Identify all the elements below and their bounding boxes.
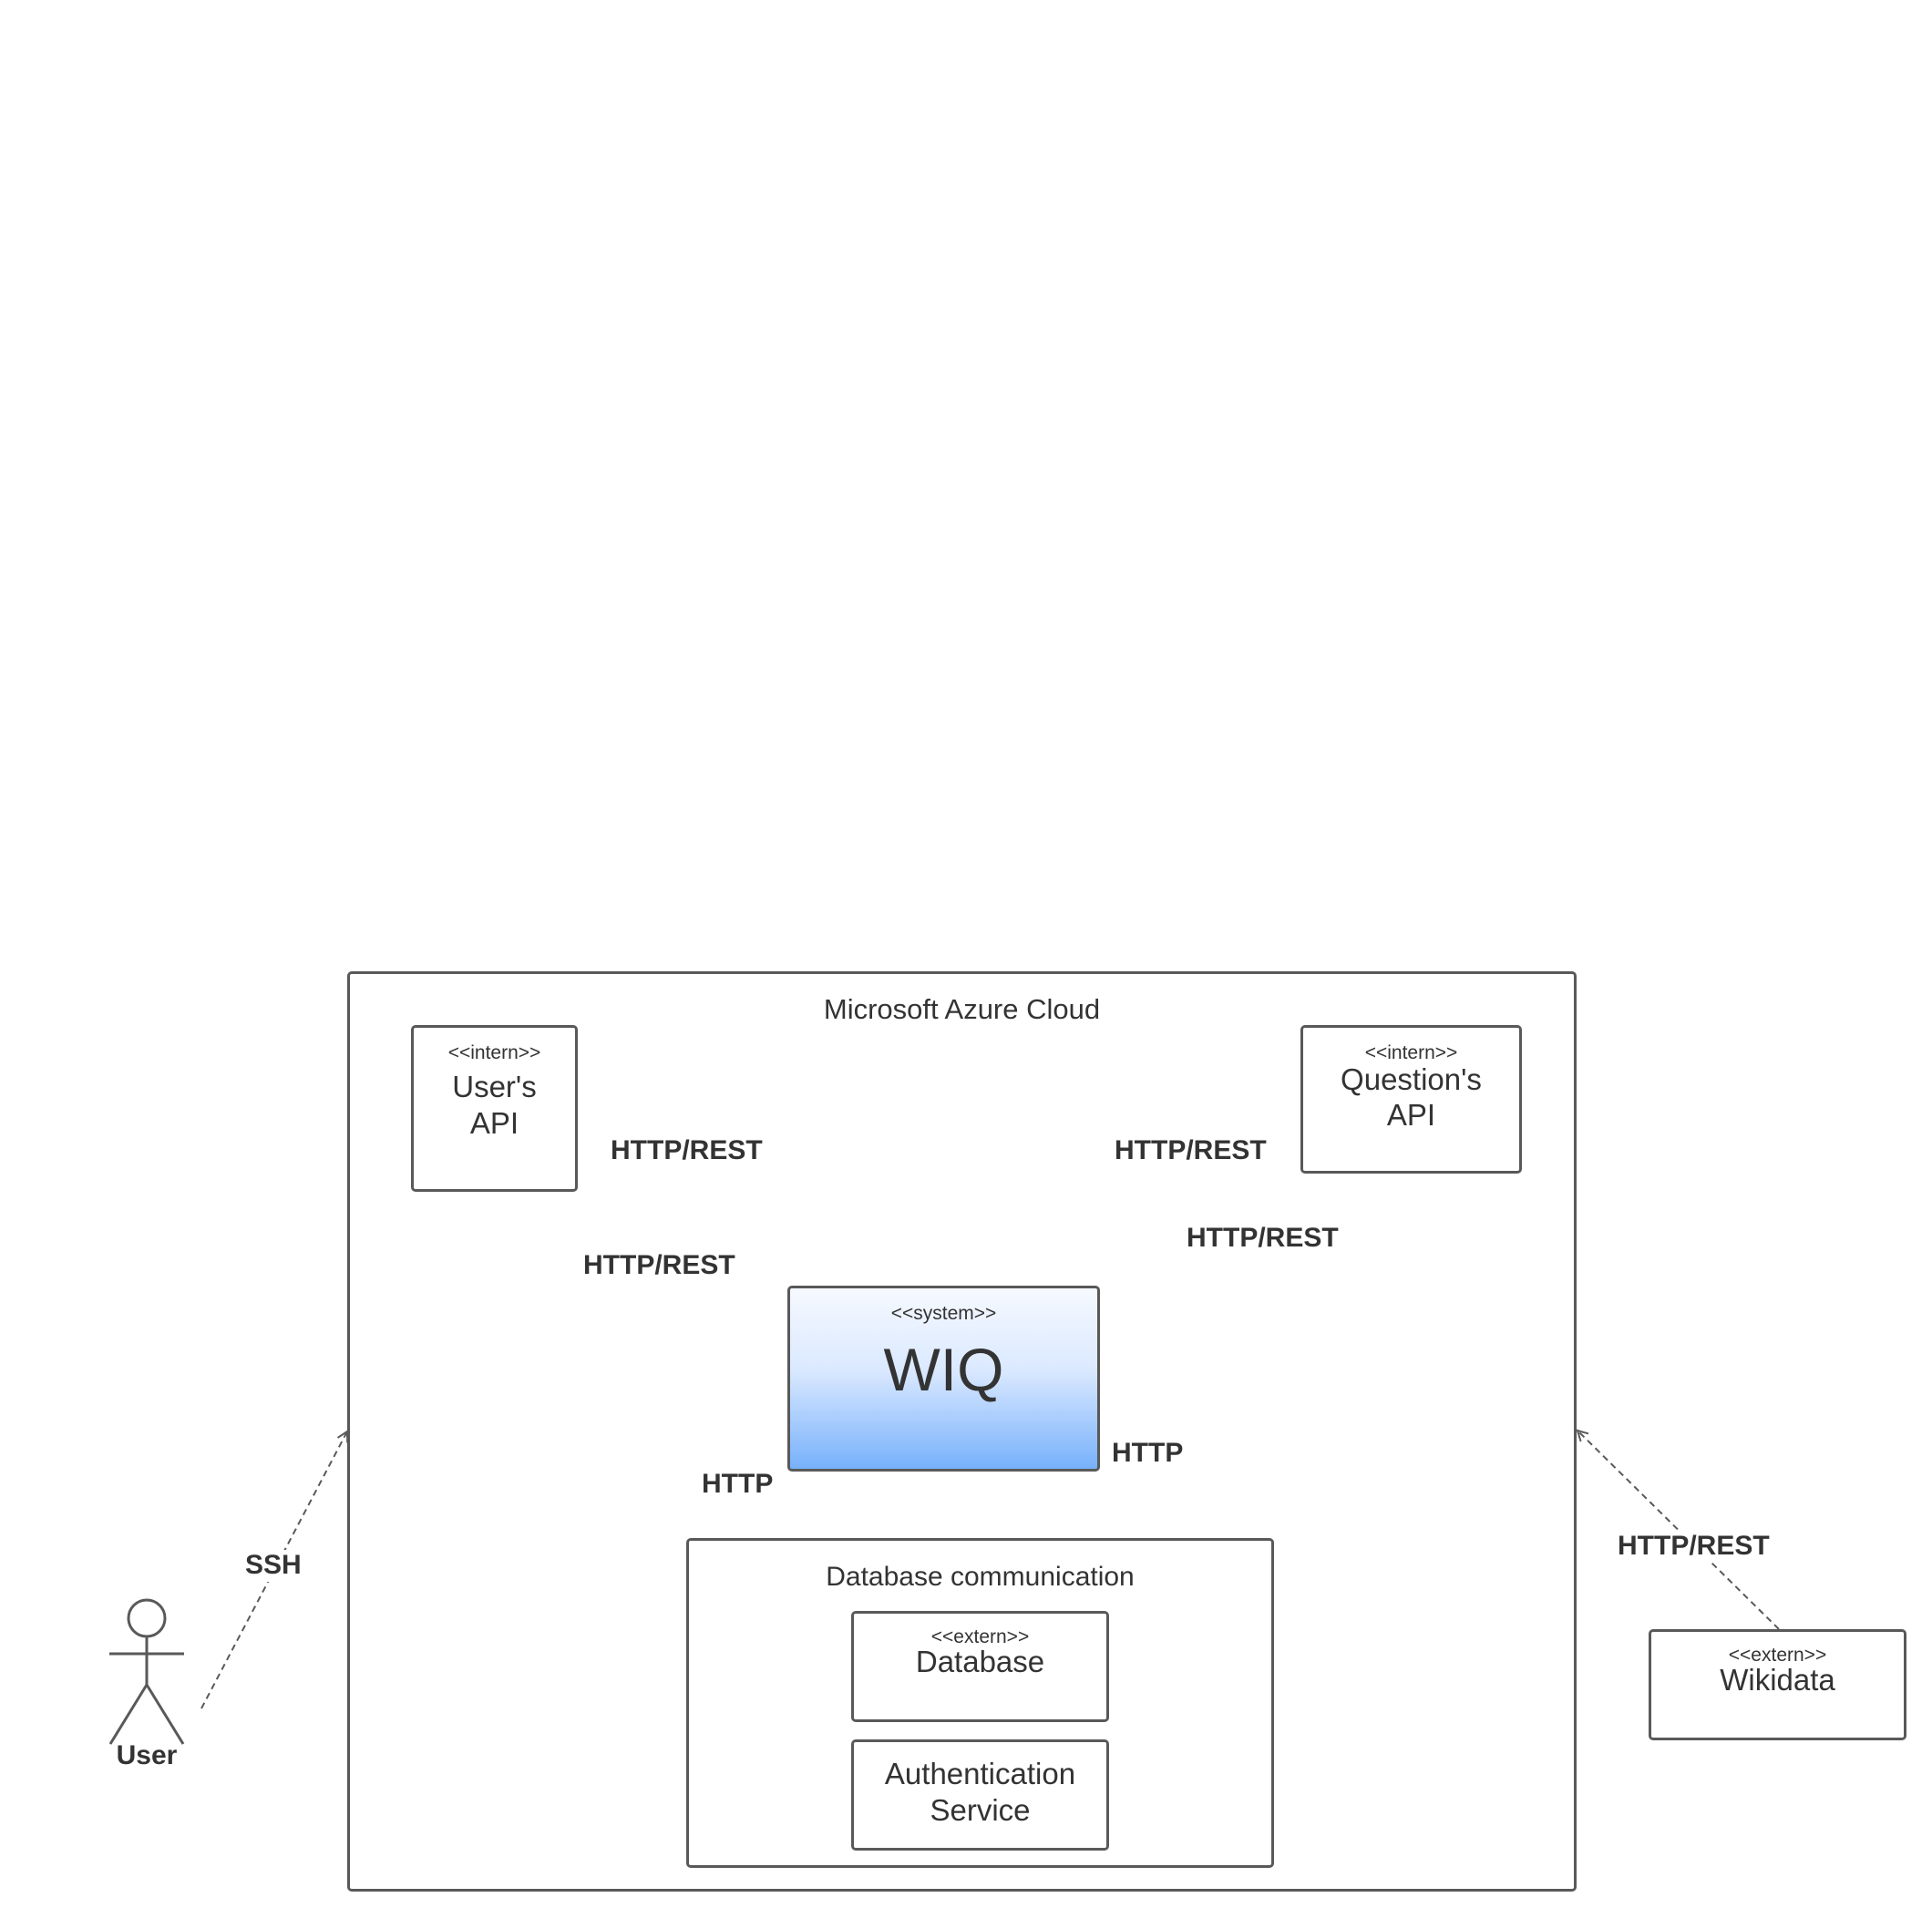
user-actor-icon [108,1598,185,1745]
users-api-name-line1: User's [452,1070,537,1103]
database-communication-title: Database communication [826,1562,1135,1592]
questions-api-name-line1: Question's [1341,1062,1482,1096]
azure-cloud-title: Microsoft Azure Cloud [823,993,1101,1025]
label-wiq-to-users-api: HTTP/REST [608,1135,766,1167]
user-actor-label: User [116,1740,178,1770]
auth-service-node: Authentication Service [851,1739,1109,1851]
database-name: Database [915,1645,1045,1678]
wikidata-stereotype: <<extern>> [1728,1645,1827,1666]
edge-wikidata-to-cloud [1577,1431,1780,1630]
wiq-system-node: <<system>> WIQ [787,1286,1100,1472]
label-wiq-to-db: HTTP [699,1469,776,1501]
questions-api-stereotype: <<intern>> [1364,1042,1458,1063]
users-api-node: <<intern>> User's API [411,1025,578,1192]
label-users-api-to-wiq: HTTP/REST [581,1250,738,1282]
label-db-to-wiq: HTTP [1109,1438,1187,1470]
label-questions-api-to-wiq: HTTP/REST [1184,1223,1341,1255]
wikidata-name: Wikidata [1720,1663,1835,1697]
wikidata-node: <<extern>> Wikidata [1649,1629,1906,1740]
wiq-name: WIQ [883,1336,1004,1403]
database-stereotype: <<extern>> [930,1626,1030,1647]
questions-api-node: <<intern>> Question's API [1300,1025,1522,1174]
users-api-name-line2: API [469,1106,519,1140]
database-node: <<extern>> Database [851,1611,1109,1722]
wiq-stereotype: <<system>> [890,1303,997,1324]
auth-service-name-line1: Authentication [884,1757,1076,1790]
label-wiq-to-questions-api: HTTP/REST [1112,1135,1269,1167]
label-wikidata-to-cloud: HTTP/REST [1615,1531,1773,1563]
users-api-stereotype: <<intern>> [447,1042,541,1063]
label-user-to-cloud: SSH [242,1550,304,1582]
questions-api-name-line2: API [1386,1098,1436,1132]
auth-service-name-line2: Service [930,1793,1031,1827]
